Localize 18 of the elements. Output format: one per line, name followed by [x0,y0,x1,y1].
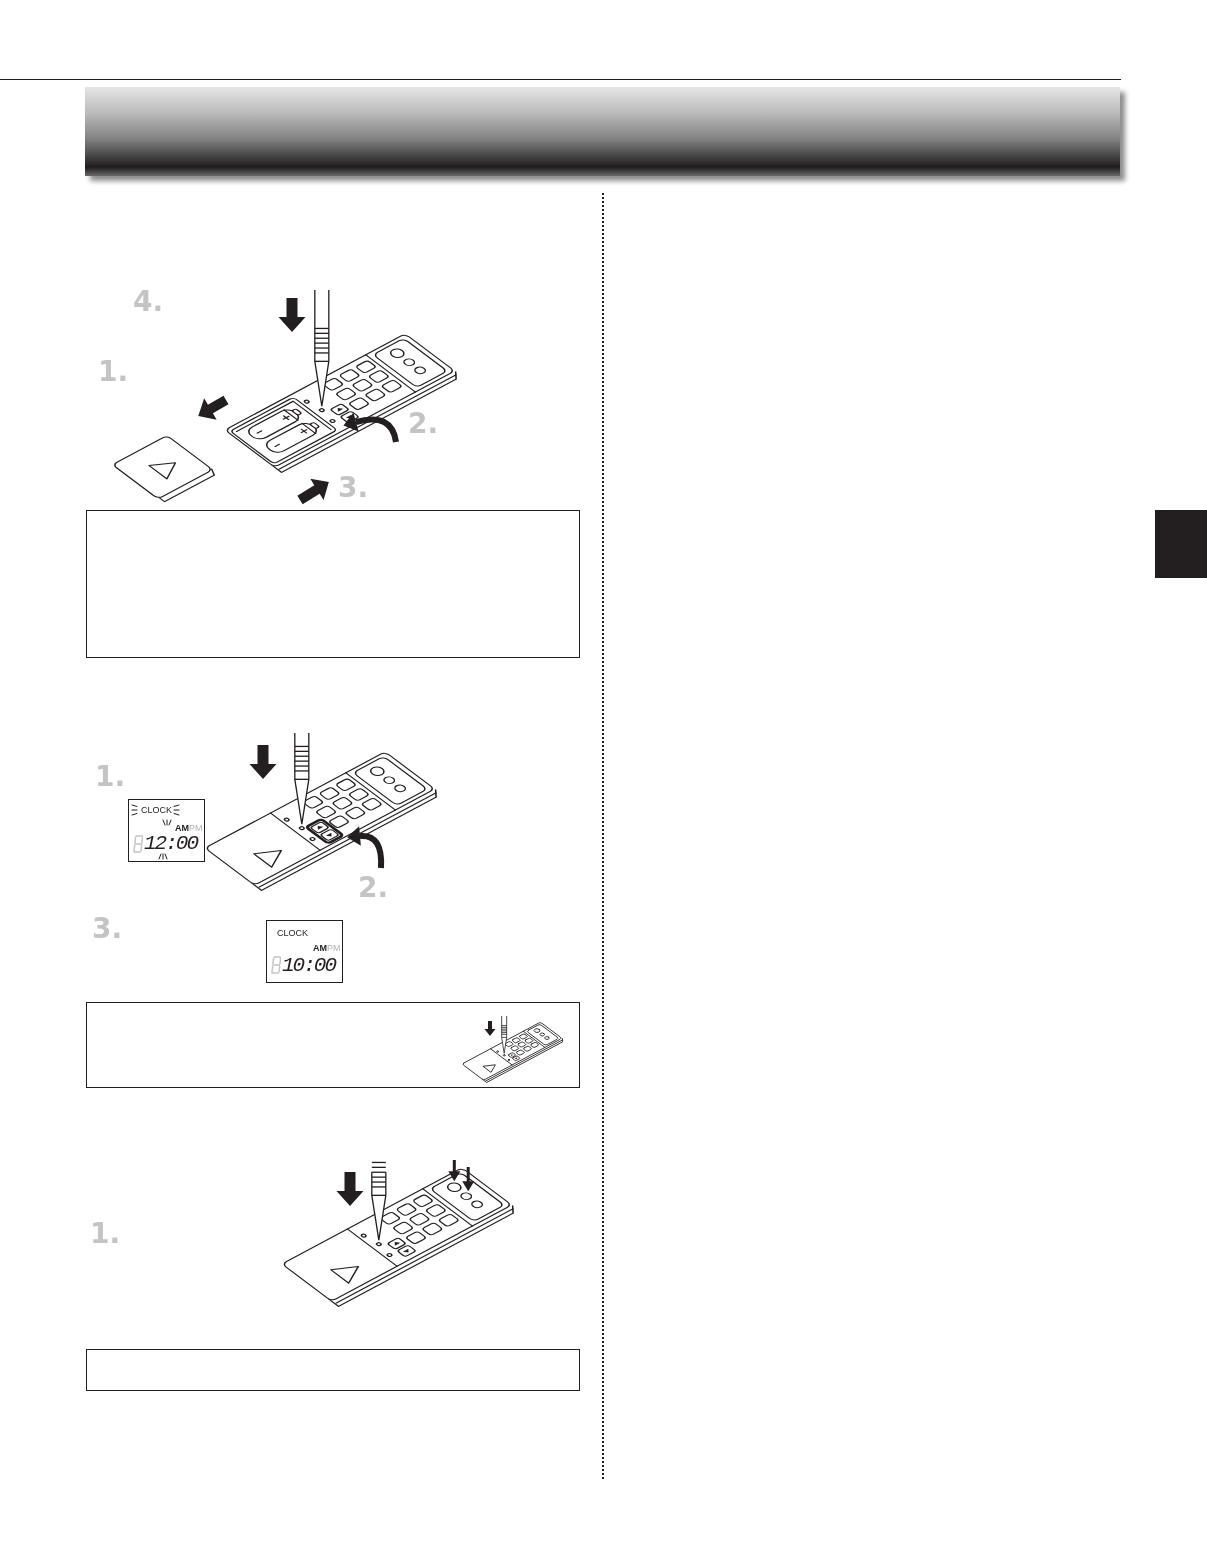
step-number: 3. [338,474,369,502]
step-number: 1. [95,763,126,791]
pm-indicator: PM [327,943,341,953]
step-number: 2. [408,410,439,438]
display-label: CLOCK [277,928,308,938]
step-number: 4. [133,288,164,316]
step-number: 3. [92,915,123,943]
time-readout: 10:00 [282,954,335,977]
am-indicator: AM [313,943,327,953]
lcd-display [128,799,205,862]
pm-indicator: PM [189,823,203,833]
time-readout: 12:00 [144,832,197,855]
am-indicator: AM [175,823,189,833]
step-number: 2. [358,874,389,902]
step-number: 1. [98,358,129,386]
display-label: CLOCK [141,805,172,815]
lcd-display [266,920,343,983]
step-number: 1. [90,1220,121,1248]
